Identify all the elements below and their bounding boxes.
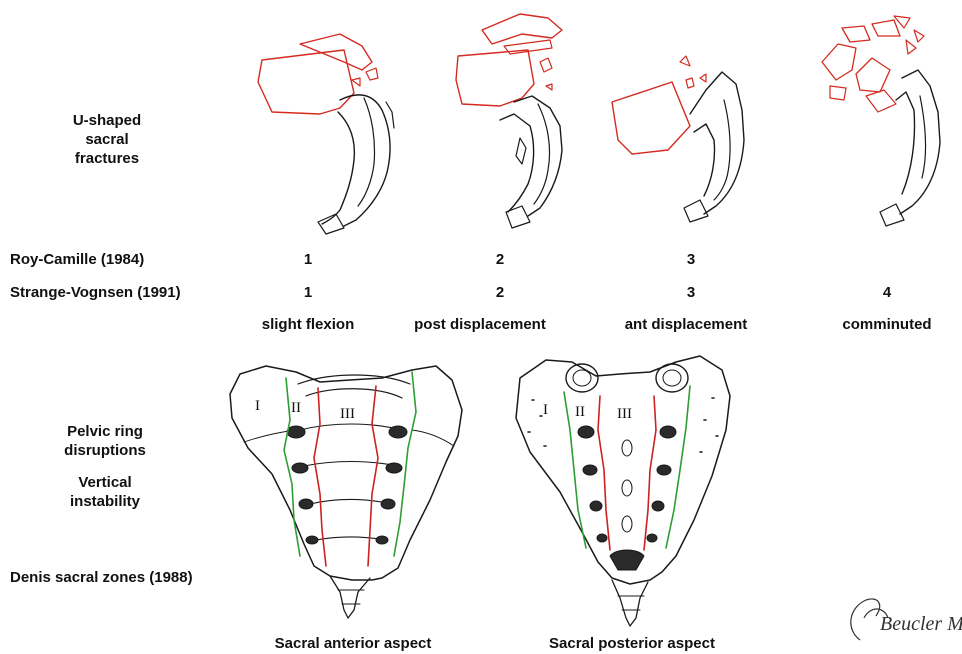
lateral-sacrum-slight-flexion — [258, 34, 394, 234]
anterior-zone-3-label: III — [340, 406, 355, 422]
posterior-zone-3-label: III — [617, 406, 632, 422]
anterior-zone-2-label: II — [291, 400, 301, 416]
anterior-zone-1-label: I — [255, 398, 260, 414]
lateral-sacrum-comminuted — [822, 16, 940, 226]
signature-text: Beucler MD — [880, 613, 962, 635]
posterior-zone-2-label: II — [575, 404, 585, 420]
posterior-zone-1-label: I — [543, 402, 548, 418]
sacrum-posterior-aspect: I II III — [516, 356, 730, 626]
sacrum-anterior-aspect: I II III — [230, 366, 462, 618]
lateral-sacrum-post-displacement — [456, 14, 562, 228]
lateral-sacrum-ant-displacement — [612, 56, 744, 222]
artist-signature: Beucler MD — [851, 599, 962, 640]
